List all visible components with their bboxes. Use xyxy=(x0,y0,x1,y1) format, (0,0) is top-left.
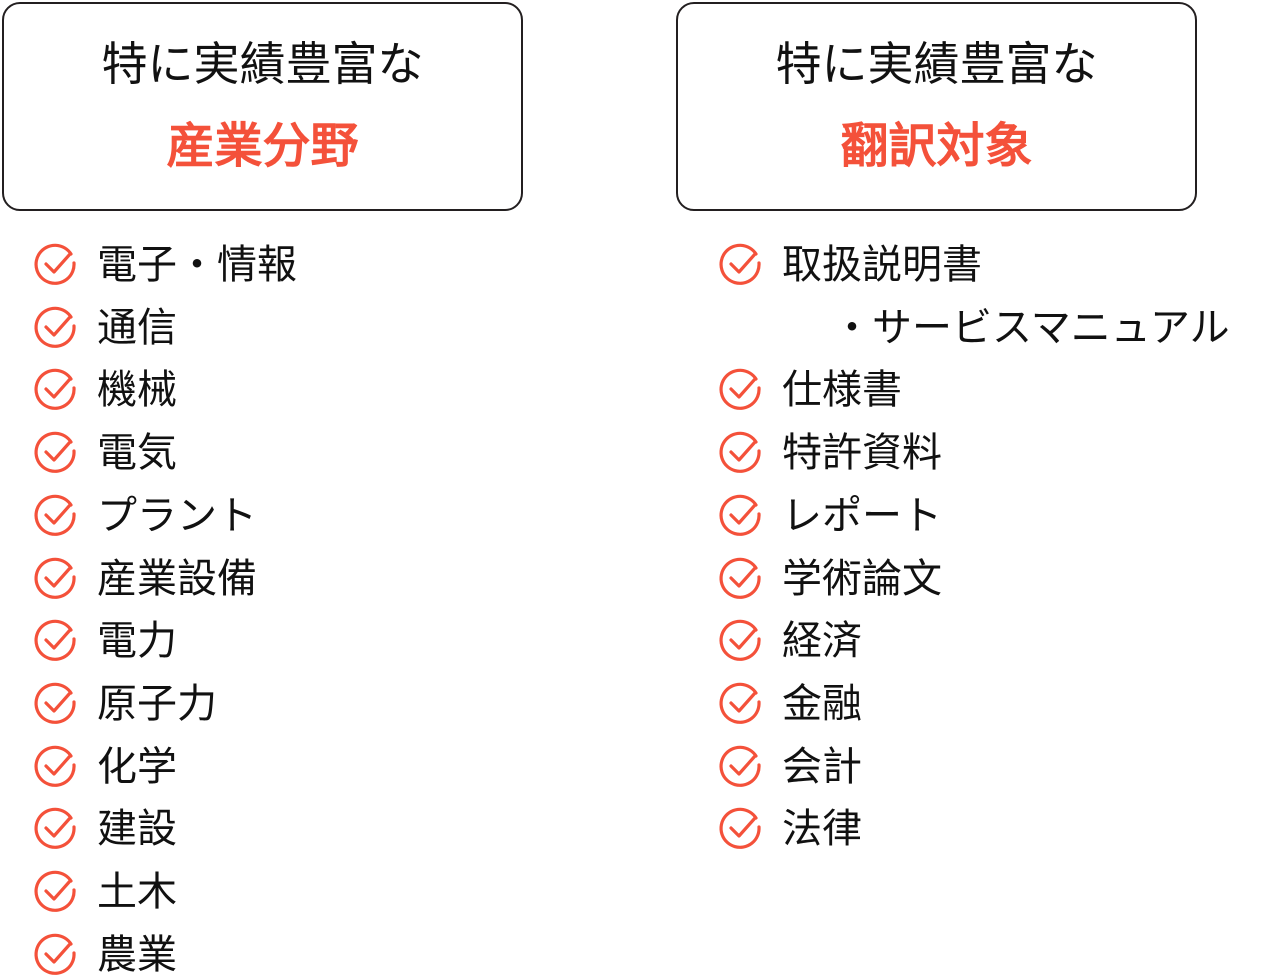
industry-list-item: 電力 xyxy=(33,616,177,666)
industry-list-item: 農業 xyxy=(33,930,177,980)
industry-list-item: 産業設備 xyxy=(33,554,257,604)
circle-check-icon xyxy=(719,494,761,536)
list-item-label: 農業 xyxy=(97,931,177,978)
translation-target-list-item: 特許資料 xyxy=(718,428,942,478)
list-item-label: 法律 xyxy=(782,806,862,853)
list-item-label: 化学 xyxy=(97,743,177,790)
circle-check-icon xyxy=(34,557,76,599)
list-item-label: レポート xyxy=(782,492,942,539)
translation-targets-heading-box: 特に実績豊富な 翻訳対象 xyxy=(676,2,1197,211)
industry-list-item: 土木 xyxy=(33,867,177,917)
circle-check-icon xyxy=(34,808,76,850)
list-item-label: 通信 xyxy=(97,304,177,351)
industry-list-item: 原子力 xyxy=(33,679,217,729)
list-item-label: 学術論文 xyxy=(782,555,942,602)
circle-check-icon xyxy=(719,431,761,473)
list-item-label: 電子・情報 xyxy=(97,242,297,288)
circle-check-icon xyxy=(719,619,761,662)
heading-line2: 産業分野 xyxy=(166,118,359,174)
list-item-continuation: ・サービスマニュアル xyxy=(832,304,1230,351)
circle-check-icon xyxy=(719,557,761,599)
circle-check-icon xyxy=(34,306,76,348)
industry-list-item: 建設 xyxy=(33,804,177,854)
list-item-label: 経済 xyxy=(782,618,862,665)
list-item-label: 土木 xyxy=(97,869,177,915)
circle-check-icon xyxy=(34,619,76,662)
circle-check-icon xyxy=(34,745,76,787)
circle-check-icon xyxy=(34,682,76,724)
industry-list-item: プラント xyxy=(33,491,257,541)
industry-list-item: 通信 xyxy=(33,303,177,353)
list-item-label: 取扱説明書 xyxy=(782,242,982,288)
circle-check-icon xyxy=(34,431,76,473)
industry-list-item: 電気 xyxy=(33,428,177,478)
list-item-label: 建設 xyxy=(97,806,177,853)
circle-check-icon xyxy=(34,933,76,975)
circle-check-icon xyxy=(34,243,76,285)
circle-check-icon xyxy=(719,682,761,724)
list-item-label: 産業設備 xyxy=(97,555,257,602)
list-item-label: プラント xyxy=(97,492,257,539)
circle-check-icon xyxy=(34,369,76,411)
list-item-label: 電力 xyxy=(97,618,177,665)
list-item-label: 仕様書 xyxy=(782,367,902,414)
translation-target-list-item: 取扱説明書 xyxy=(718,240,982,290)
industry-list-item: 化学 xyxy=(33,742,177,792)
list-item-label: 機械 xyxy=(97,367,177,414)
translation-target-list-item: 学術論文 xyxy=(718,554,942,604)
circle-check-icon xyxy=(719,243,761,285)
list-item-label: 会計 xyxy=(782,743,862,790)
circle-check-icon xyxy=(719,745,761,787)
list-item-label: 原子力 xyxy=(97,680,217,727)
translation-target-list-item: レポート xyxy=(718,491,942,541)
translation-target-list-item: 法律 xyxy=(718,804,862,854)
heading-line1: 特に実績豊富な xyxy=(101,37,424,91)
translation-target-list-item: 仕様書 xyxy=(718,365,902,415)
list-item-label: 電気 xyxy=(97,430,177,477)
circle-check-icon xyxy=(34,870,76,912)
translation-target-list-item: 経済 xyxy=(718,616,862,666)
heading-line2: 翻訳対象 xyxy=(840,118,1033,174)
circle-check-icon xyxy=(34,494,76,536)
translation-target-list-item: 会計 xyxy=(718,742,862,792)
circle-check-icon xyxy=(719,808,761,850)
industry-list-item: 機械 xyxy=(33,365,177,415)
list-item-label: 特許資料 xyxy=(782,430,942,477)
circle-check-icon xyxy=(719,369,761,411)
heading-line1: 特に実績豊富な xyxy=(775,37,1098,91)
list-item-label: 金融 xyxy=(782,680,862,727)
industries-heading-box: 特に実績豊富な 産業分野 xyxy=(2,2,523,211)
translation-target-list-item: 金融 xyxy=(718,679,862,729)
industry-list-item: 電子・情報 xyxy=(33,240,297,290)
